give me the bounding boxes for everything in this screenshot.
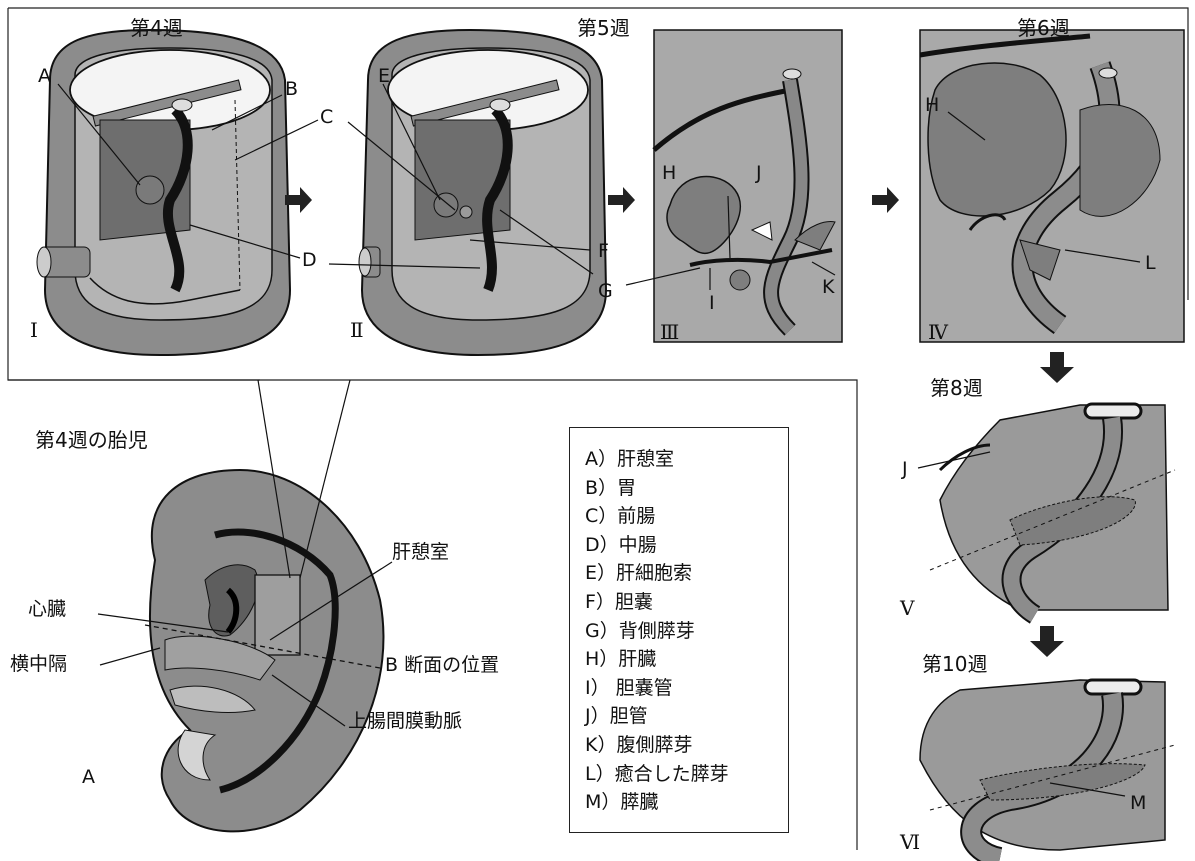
legend-item: G）背側膵芽 [585, 617, 788, 646]
legend-box: A）肝憩室 B）胃 C）前腸 D）中腸 E）肝細胞索 F）胆嚢 G）背側膵芽 H… [569, 427, 789, 833]
label-section-b: B 断面の位置 [385, 656, 499, 675]
week-6-label: 第6週 [1017, 18, 1070, 38]
embryo-panel-label: A [82, 768, 95, 787]
letter-H-week5: H [662, 164, 676, 183]
letter-E: E [378, 67, 390, 86]
stage-5-label: Ⅴ [900, 598, 914, 618]
legend-item: L）癒合した膵芽 [585, 760, 788, 789]
arrow-down-1 [1040, 352, 1074, 383]
legend-item: K）腹側膵芽 [585, 731, 788, 760]
letter-C: C [320, 108, 333, 127]
legend-item: D）中腸 [585, 531, 788, 560]
embryo-4-week [145, 470, 383, 831]
arrow-down-2 [1030, 626, 1064, 657]
panel-6 [920, 680, 1175, 858]
week-10-label: 第10週 [922, 654, 987, 674]
letter-G: G [598, 282, 613, 301]
letter-H-week6: H [925, 96, 939, 115]
legend-item: H）肝臓 [585, 645, 788, 674]
letter-J-week8: J [902, 460, 908, 479]
stage-1-label: Ⅰ [30, 320, 38, 340]
legend-item: M）膵臓 [585, 788, 788, 817]
legend-item: B）胃 [585, 474, 788, 503]
letter-D: D [302, 251, 317, 270]
label-heart: 心臓 [28, 600, 66, 619]
week-5-label: 第5週 [577, 18, 630, 38]
panel-4 [920, 30, 1184, 342]
stage-3-label: Ⅲ [660, 322, 679, 342]
legend-item: J）胆管 [585, 702, 788, 731]
letter-A: A [38, 67, 51, 86]
letter-J-week5: J [756, 164, 762, 183]
embryo-title: 第4週の胎児 [35, 430, 148, 450]
week-4-label: 第4週 [130, 18, 183, 38]
stage-4-label: Ⅳ [928, 322, 948, 342]
label-septum-transversum: 横中隔 [10, 655, 67, 674]
legend-item: C）前腸 [585, 502, 788, 531]
label-liver-diverticulum: 肝憩室 [392, 543, 449, 562]
letter-K: K [822, 278, 834, 297]
panel-1-cylinder [37, 30, 290, 355]
letter-M: M [1130, 794, 1146, 813]
panel-2-cylinder [359, 30, 606, 355]
legend-item: A）肝憩室 [585, 445, 788, 474]
legend-item: E）肝細胞索 [585, 559, 788, 588]
legend-item: I） 胆嚢管 [585, 674, 788, 703]
label-sma: 上腸間膜動脈 [348, 712, 462, 731]
letter-L: L [1145, 254, 1156, 273]
letter-F: F [598, 242, 609, 261]
arrow-right-2 [608, 187, 635, 213]
week-8-label: 第8週 [930, 378, 983, 398]
panel-3 [654, 30, 842, 342]
stage-6-label: Ⅵ [900, 832, 920, 852]
panel-5 [930, 404, 1175, 615]
letter-B: B [285, 80, 298, 99]
legend-item: F）胆嚢 [585, 588, 788, 617]
arrow-right-3 [872, 187, 899, 213]
stage-2-label: Ⅱ [350, 320, 364, 340]
letter-I: I [709, 294, 715, 313]
